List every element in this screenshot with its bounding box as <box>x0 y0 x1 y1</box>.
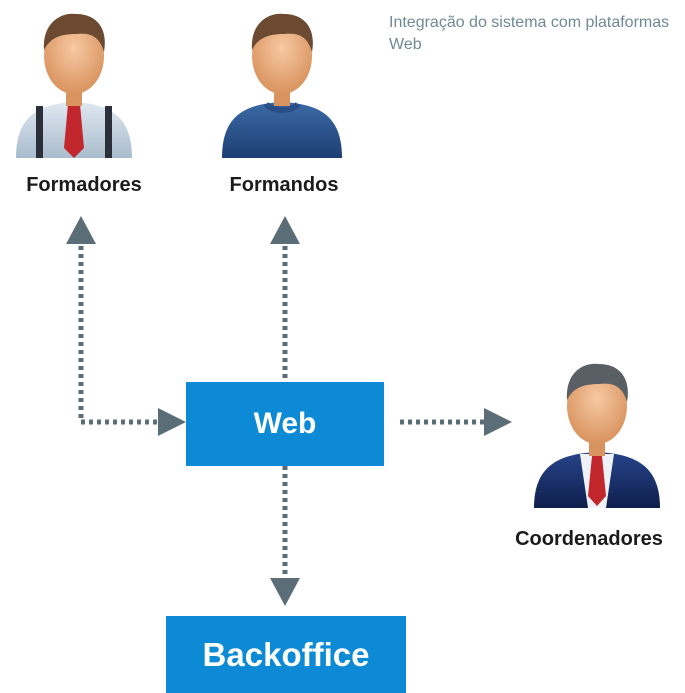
diagram-caption: Integração do sistema com plataformas We… <box>389 14 670 53</box>
connector-formadores <box>78 246 160 425</box>
arrowhead-coordenadores <box>484 408 512 436</box>
person-suspenders-icon <box>6 8 142 163</box>
node-web: Web <box>186 382 384 466</box>
arrowhead-formandos <box>270 216 300 244</box>
label-formandos: Formandos <box>229 174 339 196</box>
person-sweater-icon <box>214 8 350 163</box>
arrowhead-formadores-web <box>158 408 186 436</box>
person-suit-icon <box>522 358 672 513</box>
label-coordenadores: Coordenadores <box>515 528 663 550</box>
arrowhead-formadores <box>66 216 96 244</box>
label-formadores: Formadores <box>26 174 142 196</box>
node-backoffice: Backoffice <box>166 616 406 693</box>
arrowhead-backoffice <box>270 578 300 606</box>
